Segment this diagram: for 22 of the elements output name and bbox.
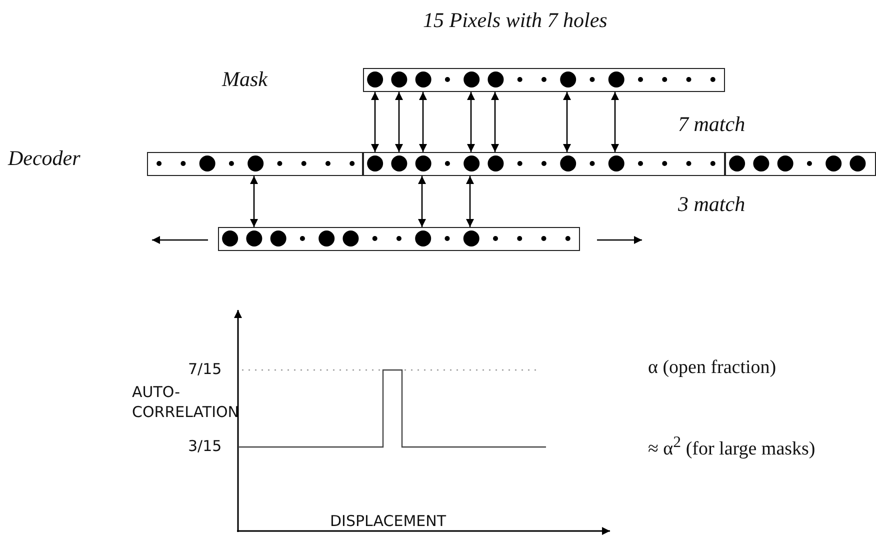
double-arrow — [419, 92, 427, 152]
double-arrow — [467, 92, 475, 152]
tick-label: 3/15 — [188, 437, 222, 455]
double-arrow — [466, 176, 474, 227]
double-arrow — [371, 92, 379, 152]
axis-title: DISPLACEMENT — [330, 512, 446, 530]
row-label: Mask — [222, 67, 268, 92]
double-arrow — [563, 92, 571, 152]
heading: 15 Pixels with 7 holes — [423, 8, 608, 33]
annotation: α (open fraction) — [648, 357, 776, 379]
row-label: Decoder — [8, 146, 80, 171]
match-count: 3 match — [678, 192, 746, 217]
double-arrow — [491, 92, 499, 152]
double-arrow — [611, 92, 619, 152]
double-arrow — [418, 176, 426, 227]
match-count: 7 match — [678, 112, 746, 137]
tick-label: 7/15 — [188, 360, 222, 378]
axis-title: AUTO-CORRELATION — [132, 382, 236, 422]
decoder-strip — [725, 152, 876, 176]
annotation: ≈ α$^{2}$ (for large masks) — [648, 434, 816, 460]
double-arrow — [395, 92, 403, 152]
double-arrow — [250, 176, 258, 227]
